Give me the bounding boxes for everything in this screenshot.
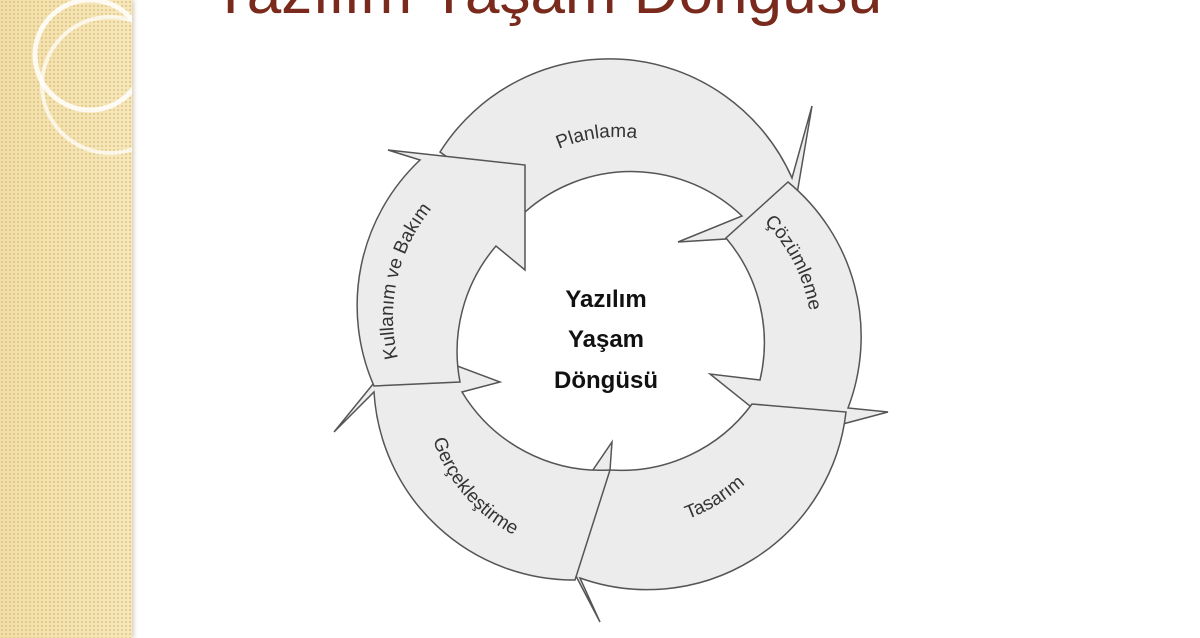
arrow-planlama [438, 58, 813, 243]
center-title-line-3: Döngüsü [554, 367, 658, 394]
slide-title: Yazılım Yaşam Döngüsü [210, 0, 882, 28]
center-title: Yazılım Yaşam Döngüsü [554, 286, 658, 394]
decorative-rings-icon [32, 0, 132, 155]
center-title-line-2: Yaşam [568, 326, 644, 353]
arrow-kullanim-bakim [356, 149, 526, 387]
arrow-gerceklestirme [333, 345, 612, 581]
cycle-ring [333, 58, 889, 623]
arrow-tasarim [551, 403, 847, 623]
arrow-cozumleme [707, 181, 889, 439]
decorative-side-panel [0, 0, 132, 638]
center-title-line-1: Yazılım [565, 286, 646, 313]
